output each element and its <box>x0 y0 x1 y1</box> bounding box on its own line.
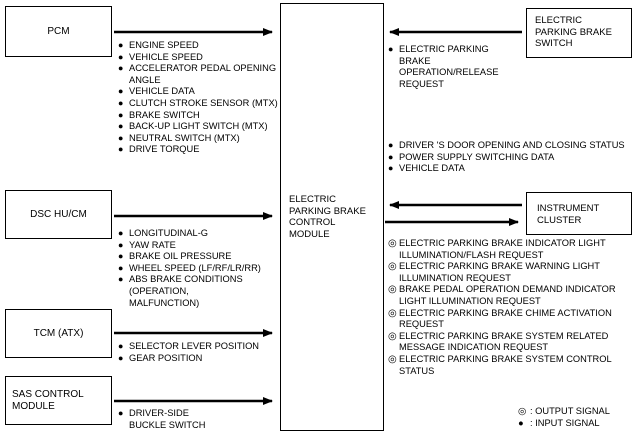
list-item: BRAKE SWITCH <box>118 110 278 122</box>
dsc-label: DSC HU/CM <box>30 208 87 220</box>
sas-signal-list: DRIVER-SIDE BUCKLE SWITCH <box>118 408 228 431</box>
epb-control-module: ELECTRIC PARKING BRAKE CONTROL MODULE <box>280 3 384 431</box>
switch-label-line-2: PARKING BRAKE <box>535 26 612 38</box>
list-item: WHEEL SPEED (LF/RF/LR/RR) <box>118 263 278 275</box>
list-item: VEHICLE SPEED <box>118 52 278 64</box>
cluster-output-signal-list: ELECTRIC PARKING BRAKE INDICATOR LIGHT I… <box>388 238 628 377</box>
list-item: ACCELERATOR PEDAL OPENING ANGLE <box>118 63 278 86</box>
dsc-signal-list: LONGITUDINAL-G YAW RATE BRAKE OIL PRESSU… <box>118 228 278 309</box>
list-item: DRIVE TORQUE <box>118 144 278 156</box>
tcm-label: TCM (ATX) <box>33 327 84 339</box>
epb-switch-block: ELECTRIC PARKING BRAKE SWITCH <box>526 8 632 58</box>
module-line-4: MODULE <box>289 228 330 240</box>
sas-block: SAS CONTROL MODULE <box>5 376 112 425</box>
legend-output: ◎: OUTPUT SIGNAL <box>518 406 610 416</box>
tcm-block: TCM (ATX) <box>5 309 112 358</box>
list-item: DRIVER-SIDE BUCKLE SWITCH <box>118 408 228 431</box>
legend-input: ●: INPUT SIGNAL <box>518 418 600 428</box>
list-item: GEAR POSITION <box>118 353 278 365</box>
switch-label-line-1: ELECTRIC <box>535 15 582 26</box>
list-item: YAW RATE <box>118 240 278 252</box>
module-line-1: ELECTRIC <box>289 194 336 205</box>
list-item: VEHICLE DATA <box>118 86 278 98</box>
list-item: ELECTRIC PARKING BRAKE WARNING LIGHT ILL… <box>388 261 628 284</box>
list-item: SELECTOR LEVER POSITION <box>118 341 278 353</box>
tcm-signal-list: SELECTOR LEVER POSITION GEAR POSITION <box>118 341 278 364</box>
list-item: ABS BRAKE CONDITIONS (OPERATION, MALFUNC… <box>118 274 249 309</box>
legend: ◎: OUTPUT SIGNAL ●: INPUT SIGNAL <box>518 405 610 429</box>
cluster-input-signal-list: DRIVER 'S DOOR OPENING AND CLOSING STATU… <box>388 140 628 175</box>
list-item: BRAKE PEDAL OPERATION DEMAND INDICATOR L… <box>388 284 628 307</box>
list-item: POWER SUPPLY SWITCHING DATA <box>388 152 628 164</box>
input-signal-icon: ● <box>518 418 524 428</box>
list-item: ELECTRIC PARKING BRAKE CHIME ACTIVATION … <box>388 308 628 331</box>
list-item: BACK-UP LIGHT SWITCH (MTX) <box>118 121 278 133</box>
module-line-3: CONTROL <box>289 217 336 228</box>
list-item: ELECTRIC PARKING BRAKE OPERATION/RELEASE… <box>388 44 499 90</box>
output-signal-icon: ◎ <box>518 406 527 416</box>
list-item: BRAKE OIL PRESSURE <box>118 251 278 263</box>
list-item: LONGITUDINAL-G <box>118 228 278 240</box>
cluster-label-line-1: INSTRUMENT <box>537 203 600 214</box>
list-item: VEHICLE DATA <box>388 163 628 175</box>
cluster-label-line-2: CLUSTER <box>537 214 582 226</box>
list-item: ELECTRIC PARKING BRAKE SYSTEM RELATED ME… <box>388 331 628 354</box>
switch-signal-list: ELECTRIC PARKING BRAKE OPERATION/RELEASE… <box>388 44 518 90</box>
pcm-signal-list: ENGINE SPEED VEHICLE SPEED ACCELERATOR P… <box>118 40 278 156</box>
list-item: ELECTRIC PARKING BRAKE SYSTEM CONTROL ST… <box>388 354 628 377</box>
pcm-block: PCM <box>5 6 112 57</box>
sas-label-line-1: SAS CONTROL <box>12 388 84 400</box>
pcm-label: PCM <box>47 25 70 37</box>
list-item: ELECTRIC PARKING BRAKE INDICATOR LIGHT I… <box>388 238 628 261</box>
list-item: ENGINE SPEED <box>118 40 278 52</box>
module-line-2: PARKING BRAKE <box>289 205 366 217</box>
list-item: NEUTRAL SWITCH (MTX) <box>118 133 278 145</box>
list-item: CLUTCH STROKE SENSOR (MTX) <box>118 98 278 110</box>
sas-label-line-2: MODULE <box>12 400 55 412</box>
switch-label-line-3: SWITCH <box>535 38 573 49</box>
instrument-cluster-block: INSTRUMENT CLUSTER <box>526 192 632 235</box>
dsc-block: DSC HU/CM <box>5 190 112 239</box>
list-item: DRIVER 'S DOOR OPENING AND CLOSING STATU… <box>388 140 628 152</box>
